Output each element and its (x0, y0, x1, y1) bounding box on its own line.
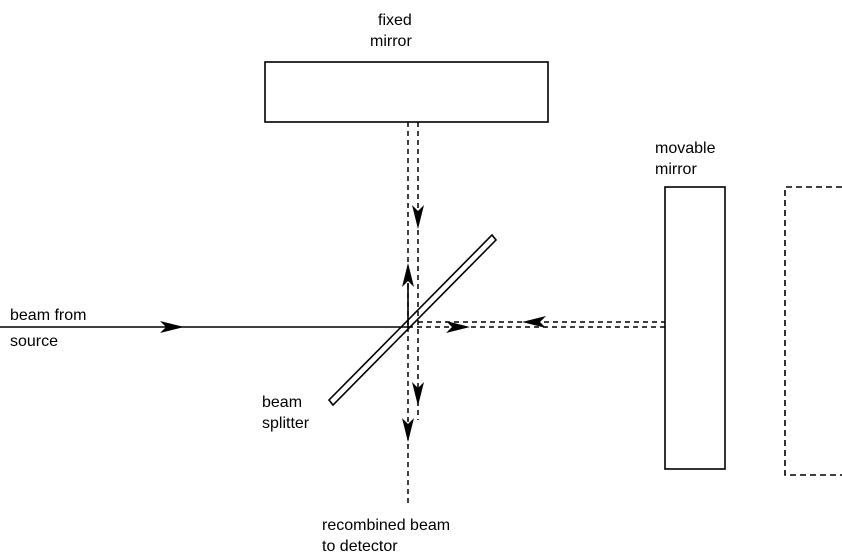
fixed-mirror-label-line1: fixed (378, 12, 412, 29)
beam-splitter-label-line2: splitter (262, 415, 310, 432)
fixed-mirror-label-line2: mirror (370, 33, 412, 50)
beam-to-movable-arrowhead (446, 321, 470, 333)
recombined-arrowhead-2 (402, 418, 414, 442)
source-beam-arrowhead (160, 321, 184, 333)
source-beam-label-line1: beam from (10, 307, 86, 324)
recombined-beam-label-line2: to detector (322, 538, 398, 555)
beam-splitter-label-line1: beam (262, 394, 302, 411)
recombined-beam-label-line1: recombined beam (322, 517, 450, 534)
movable-mirror-displaced-outline (784, 186, 842, 476)
movable-mirror-label-line1: movable (655, 140, 716, 157)
beam-up-arrowhead (402, 263, 414, 287)
beam-splitter (327, 233, 498, 407)
recombined-arrowhead-1 (412, 382, 424, 406)
movable-mirror (664, 186, 726, 470)
fixed-mirror (264, 61, 549, 123)
source-beam-label-line2: source (10, 333, 58, 350)
beam-from-movable-arrowhead (522, 316, 546, 328)
movable-mirror-label-line2: mirror (655, 161, 697, 178)
beam-down-arrowhead (412, 205, 424, 229)
